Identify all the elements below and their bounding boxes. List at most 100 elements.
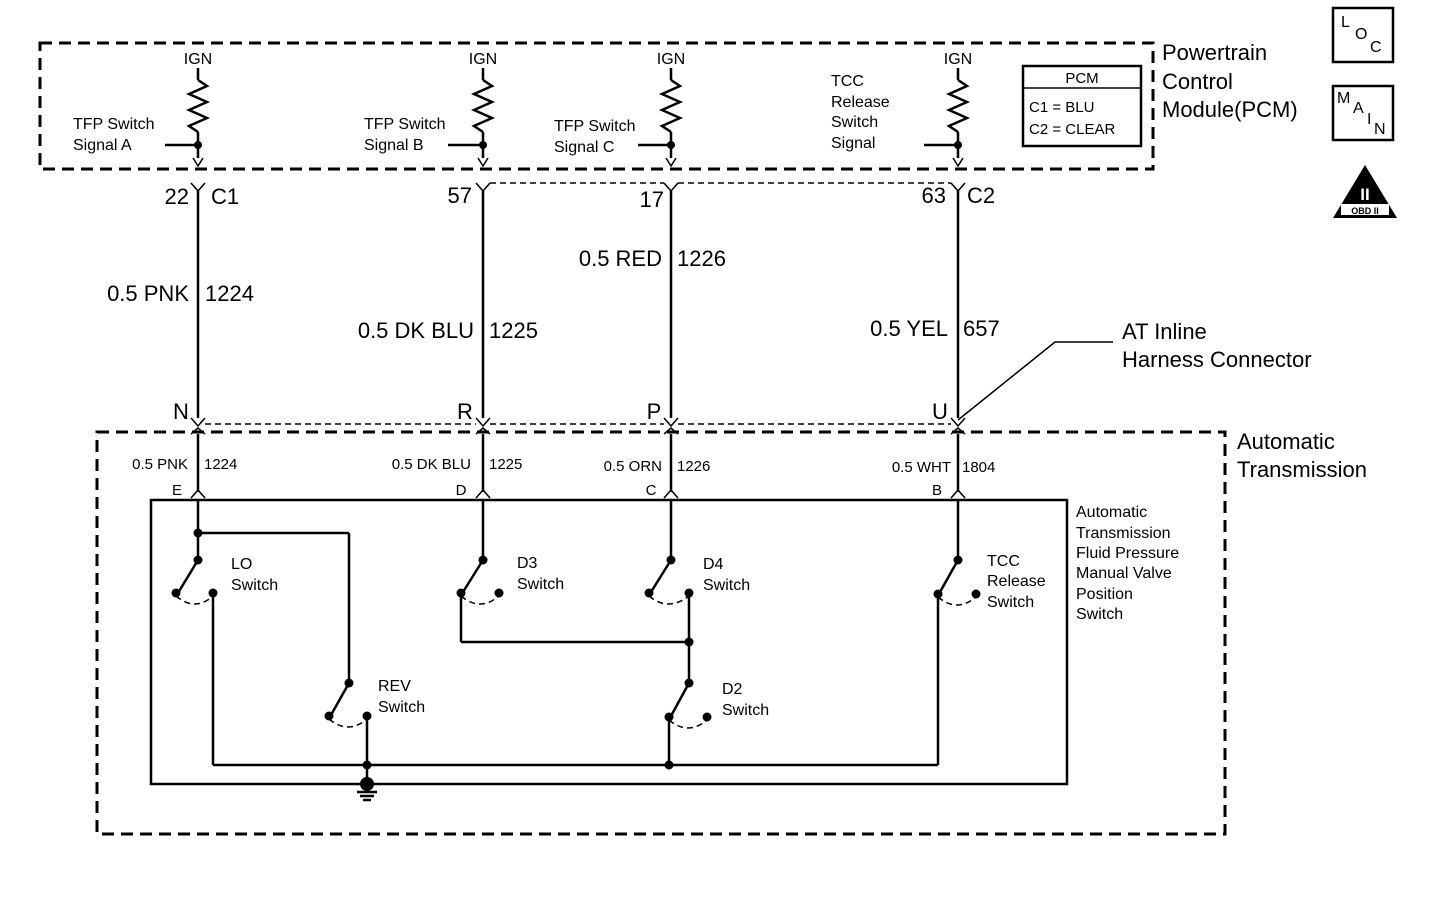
pin-22: 22: [165, 184, 189, 209]
circuit-number: 1224: [204, 456, 237, 473]
tfp-signal-c-label: TFP Switch: [554, 118, 636, 135]
switch-cavity-d: D: [456, 482, 467, 499]
tcc-release-signal-label: Release: [831, 94, 890, 111]
tcc-release-signal-label: TCC: [831, 73, 864, 90]
circuit-number: 1224: [205, 281, 254, 306]
d3-switch: [456, 500, 689, 644]
d2-switch-label: Switch: [722, 702, 769, 719]
svg-text:Automatic: Automatic: [1076, 504, 1147, 521]
lo-switch-label: Switch: [231, 577, 278, 594]
d3-switch-label: Switch: [517, 576, 564, 593]
svg-text:L: L: [1341, 14, 1350, 31]
switch-assembly-label: Automatic Transmission Fluid Pressure Ma…: [1076, 504, 1179, 623]
tfp-signal-b-label: TFP Switch: [364, 116, 446, 133]
tfp-signal-a-label: Signal A: [73, 137, 132, 154]
d2-switch: [664, 678, 712, 765]
ign-resistor-a: IGN: [165, 51, 212, 168]
svg-text:PCM: PCM: [1065, 70, 1098, 87]
tfp-signal-b-label: Signal B: [364, 137, 424, 154]
lo-switch-label: LO: [231, 556, 252, 573]
harness-connector-label: Harness Connector: [1122, 347, 1312, 372]
switch-cavity-c: C: [646, 482, 657, 499]
obd-ii-icon: II OBD II: [1333, 165, 1397, 218]
tcc-release-signal-label: Switch: [831, 114, 878, 131]
harness-connector-label: AT Inline: [1122, 319, 1207, 344]
switch-cavity-e: E: [172, 482, 182, 499]
d4-switch-label: D4: [703, 556, 724, 573]
ign-resistor-tcc: IGN: [924, 51, 972, 168]
circuit-number: 1225: [489, 318, 538, 343]
rev-switch-label: REV: [378, 678, 411, 695]
harness-cavity-r: R: [457, 399, 473, 424]
circuit-number: 657: [963, 316, 1000, 341]
pcm-connector-legend: PCM C1 = BLU C2 = CLEAR: [1021, 64, 1143, 148]
tfp-signal-c-label: Signal C: [554, 139, 614, 156]
harness-cavity-p: P: [647, 399, 662, 424]
wire-color: 0.5 PNK: [132, 456, 188, 473]
pin-57: 57: [448, 183, 472, 208]
circuit-number: 1804: [962, 459, 995, 476]
wire-run-upper: [196, 191, 960, 418]
svg-text:Switch: Switch: [1076, 606, 1123, 623]
transmission-title: Automatic: [1237, 429, 1335, 454]
main-icon: M A I N: [1331, 84, 1395, 142]
pin-17: 17: [640, 187, 664, 212]
svg-text:IGN: IGN: [657, 51, 685, 68]
tcc-release-switch: [933, 500, 981, 765]
ground-icon: [357, 777, 377, 802]
connector-c1: C1: [211, 184, 239, 209]
svg-text:IGN: IGN: [184, 51, 212, 68]
d3-switch-label: D3: [517, 555, 538, 572]
harness-cavity-u: U: [932, 399, 948, 424]
tcc-release-switch-label: Release: [987, 573, 1046, 590]
tfp-signal-a-label: TFP Switch: [73, 116, 155, 133]
pcm-title: Powertrain: [1162, 40, 1267, 65]
wire-color: 0.5 WHT: [892, 459, 951, 476]
svg-text:I: I: [1367, 111, 1371, 128]
svg-text:II: II: [1360, 185, 1369, 204]
wire-color: 0.5 DK BLU: [358, 318, 474, 343]
ground-bus: [213, 760, 938, 784]
pcm-title: Module(PCM): [1162, 97, 1298, 122]
wire-color: 0.5 ORN: [604, 458, 662, 475]
tcc-release-switch-label: TCC: [987, 553, 1020, 570]
svg-text:Position: Position: [1076, 586, 1133, 603]
svg-text:N: N: [1374, 121, 1386, 138]
svg-text:IGN: IGN: [469, 51, 497, 68]
ign-resistor-c: IGN: [638, 51, 685, 168]
pcm-boundary: [38, 41, 1155, 171]
wire-color: 0.5 RED: [579, 246, 662, 271]
circuit-number: 1226: [677, 246, 726, 271]
transmission-title: Transmission: [1237, 457, 1367, 482]
loc-icon: L O C: [1331, 6, 1395, 64]
tcc-release-signal-label: Signal: [831, 135, 875, 152]
switch-assembly-boundary: [149, 498, 1069, 786]
d4-switch: [644, 500, 694, 683]
svg-text:C1 = BLU: C1 = BLU: [1029, 99, 1094, 116]
svg-text:A: A: [1353, 100, 1364, 117]
svg-text:IGN: IGN: [944, 51, 972, 68]
pcm-title: Control: [1162, 69, 1233, 94]
svg-text:M: M: [1337, 90, 1350, 107]
wire-run-lower: [190, 434, 966, 499]
svg-text:Transmission: Transmission: [1076, 525, 1171, 542]
svg-text:Fluid Pressure: Fluid Pressure: [1076, 545, 1179, 562]
svg-text:C2 = CLEAR: C2 = CLEAR: [1029, 121, 1115, 138]
switch-cavity-b: B: [932, 482, 942, 499]
wire-color: 0.5 YEL: [870, 316, 948, 341]
svg-text:C: C: [1370, 39, 1382, 56]
ign-resistor-b: IGN: [448, 51, 497, 168]
rev-switch: [324, 533, 372, 765]
d4-switch-label: Switch: [703, 577, 750, 594]
svg-text:O: O: [1355, 26, 1367, 43]
transmission-boundary: [95, 430, 1227, 836]
circuit-number: 1226: [677, 458, 710, 475]
wire-color: 0.5 DK BLU: [392, 456, 471, 473]
svg-text:OBD II: OBD II: [1351, 206, 1379, 216]
connector-c2: C2: [967, 183, 995, 208]
harness-cavity-n: N: [173, 399, 189, 424]
rev-switch-label: Switch: [378, 699, 425, 716]
pcm-connector-pins: [190, 182, 966, 193]
circuit-number: 1225: [489, 456, 522, 473]
